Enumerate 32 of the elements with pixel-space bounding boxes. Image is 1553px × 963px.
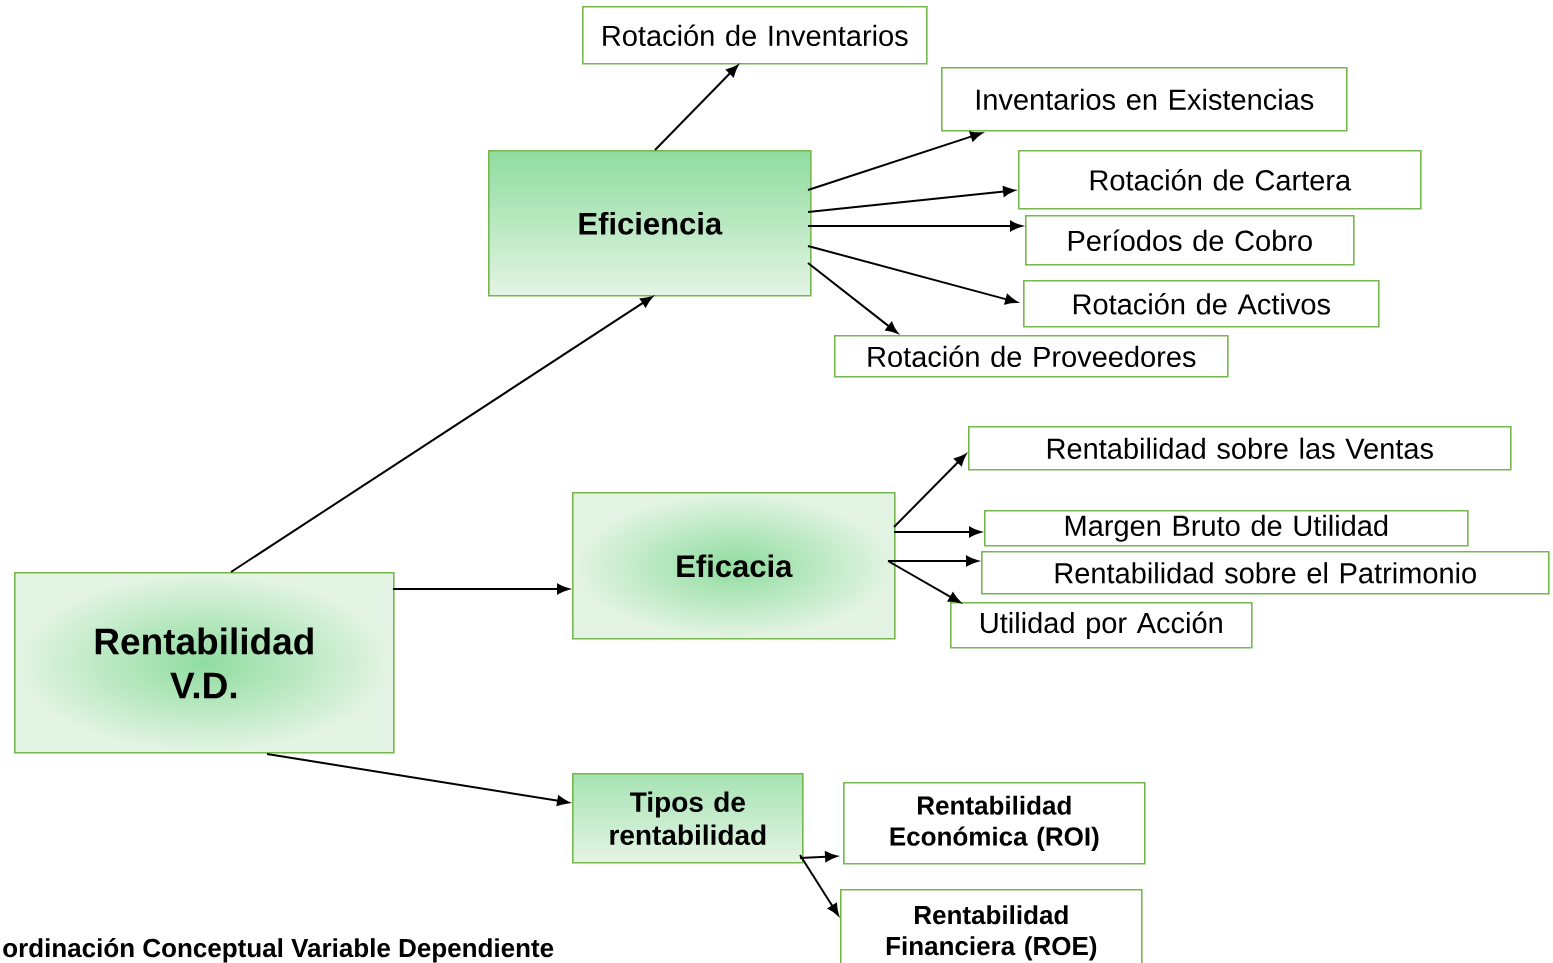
concept-box: Rentabilidad V.D. (14, 572, 395, 754)
indicator-box: Rotación de Activos (1023, 280, 1380, 328)
indicator-box: Rotación de Proveedores (834, 335, 1229, 378)
arrow (392, 583, 570, 595)
caption: ordinación Conceptual Variable Dependiente (3, 937, 554, 963)
arrow (654, 64, 739, 151)
arrow (230, 296, 653, 573)
arrow (807, 220, 1023, 232)
concept-box: Eficacia (572, 492, 896, 640)
indicator-box: Rentabilidad sobre las Ventas (968, 426, 1512, 471)
concept-box: Eficiencia (488, 150, 812, 297)
indicator-box: Rotación de Inventarios (582, 6, 928, 65)
arrow (807, 131, 983, 191)
indicator-box: Rentabilidad Económica (ROI) (843, 782, 1146, 865)
arrow (807, 262, 898, 334)
indicator-box: Rotación de Cartera (1018, 150, 1422, 210)
indicator-box: Margen Bruto de Utilidad (984, 510, 1469, 547)
indicator-box: Períodos de Cobro (1025, 215, 1355, 266)
arrow (887, 560, 961, 604)
arrow (807, 245, 1018, 305)
arrow (799, 854, 839, 916)
indicator-box: Utilidad por Acción (950, 602, 1253, 649)
arrow (893, 453, 967, 528)
arrow (799, 851, 838, 862)
indicator-box: Inventarios en Existencias (941, 67, 1348, 132)
arrow (807, 186, 1016, 213)
indicator-box: Rentabilidad sobre el Patrimonio (981, 551, 1550, 595)
arrow (887, 555, 979, 567)
concept-box: Tipos de rentabilidad (572, 773, 804, 864)
indicator-box: Rentabilidad Financiera (ROE) (840, 889, 1143, 963)
arrow (266, 753, 570, 806)
arrow (893, 526, 982, 538)
